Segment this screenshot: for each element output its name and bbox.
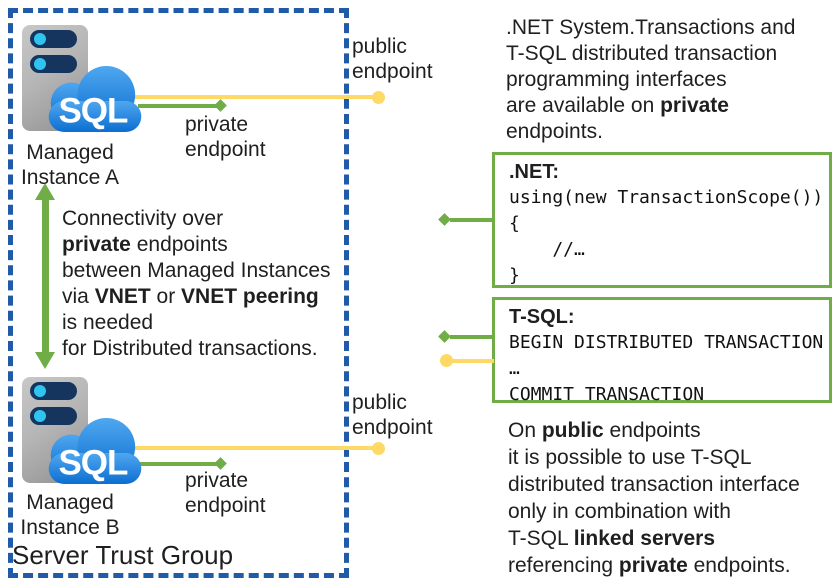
tsql-box-connector-line-green — [450, 335, 494, 339]
server-trust-group-label: Server Trust Group — [12, 540, 234, 570]
tsql-code-title: T-SQL: — [509, 306, 575, 328]
public-endpoint-label-b: public endpoint — [352, 391, 433, 439]
net-code-title: .NET: — [509, 161, 559, 183]
private-endpoint-line-a — [138, 104, 218, 108]
sql-label: SQL — [59, 92, 129, 131]
private-endpoint-label-b: private endpoint — [185, 469, 266, 517]
server-led-icon — [34, 410, 46, 422]
private-endpoint-line-b — [138, 462, 218, 466]
private-endpoint-label-a: private endpoint — [185, 113, 266, 161]
tsql-box-connector-dot — [440, 354, 453, 367]
managed-instance-a-icon: SQL — [20, 22, 146, 136]
tsql-code-lines: BEGIN DISTRIBUTED TRANSACTION … COMMIT T… — [509, 332, 824, 405]
tsql-code-box: T-SQL: BEGIN DISTRIBUTED TRANSACTION … C… — [492, 297, 832, 405]
tsql-box-connector-line-yellow — [452, 359, 494, 363]
public-endpoint-line-b — [132, 446, 378, 450]
server-drive-bar — [30, 30, 77, 48]
tsql-box-connector-diamond — [438, 330, 451, 343]
public-endpoint-line-a — [132, 95, 378, 99]
net-code-lines: using(new TransactionScope()) { //… } — [509, 187, 824, 286]
server-drive-bar — [30, 55, 77, 73]
connectivity-arrow-down-icon — [35, 352, 55, 369]
server-drive-bar — [30, 382, 77, 400]
net-box-connector-line — [450, 218, 494, 222]
server-led-icon — [34, 58, 46, 70]
server-drive-bar — [30, 407, 77, 425]
server-led-icon — [34, 385, 46, 397]
public-endpoint-dot-b — [372, 442, 385, 455]
connectivity-arrow-up-icon — [35, 183, 55, 200]
managed-instance-b-icon: SQL — [20, 374, 146, 488]
sql-label: SQL — [59, 444, 129, 483]
net-code-box: .NET: using(new TransactionScope()) { //… — [492, 152, 832, 288]
server-led-icon — [34, 33, 46, 45]
sql-cloud-icon: SQL — [48, 418, 142, 484]
public-endpoint-dot-a — [372, 91, 385, 104]
sql-cloud-icon: SQL — [48, 66, 142, 132]
managed-instance-b-label: Managed Instance B — [20, 491, 120, 539]
connectivity-arrow-line — [42, 199, 49, 353]
net-box-connector-diamond — [438, 213, 451, 226]
server-trust-group-border — [8, 8, 349, 578]
public-endpoint-label-a: public endpoint — [352, 35, 433, 83]
managed-instance-a-label: Managed Instance A — [20, 141, 120, 189]
